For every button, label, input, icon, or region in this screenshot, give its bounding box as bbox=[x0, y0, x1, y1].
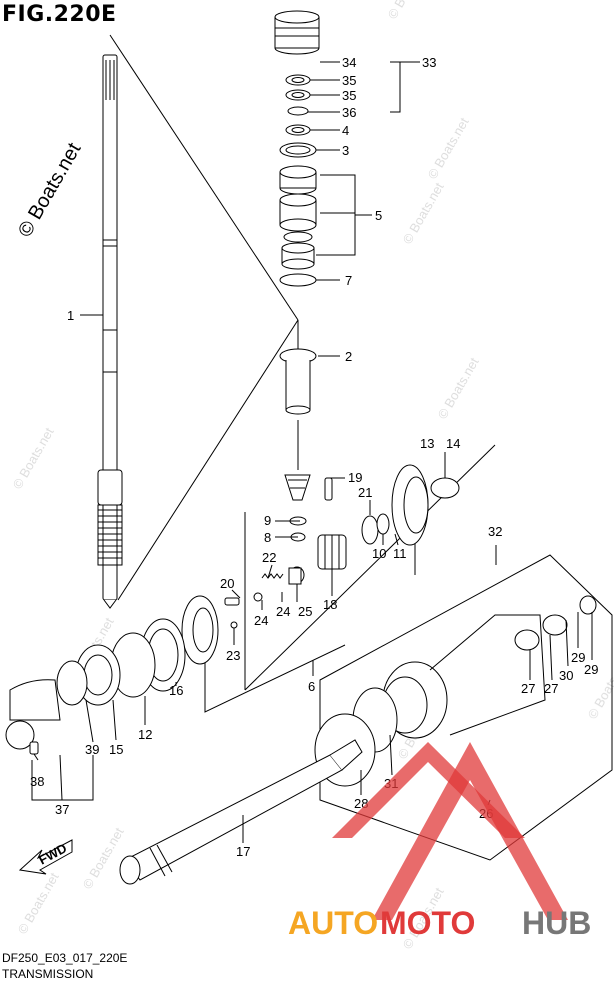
callout-9: 9 bbox=[264, 513, 271, 528]
callout-11: 11 bbox=[393, 546, 407, 561]
callout-22: 22 bbox=[262, 550, 276, 565]
callout-19: 19 bbox=[348, 470, 362, 485]
watermark: © Boats.net bbox=[80, 825, 127, 892]
callout-16: 16 bbox=[169, 683, 183, 698]
figure-code: DF250_E03_017_220E bbox=[2, 951, 128, 965]
callout-24a: 24 bbox=[254, 613, 268, 628]
callout-20: 20 bbox=[220, 576, 234, 591]
callout-38: 38 bbox=[30, 774, 44, 789]
callout-1: 1 bbox=[67, 308, 74, 323]
logo-auto: AUTO bbox=[288, 905, 378, 941]
logo-hub: HUB bbox=[522, 905, 591, 941]
callout-17: 17 bbox=[236, 844, 250, 859]
callout-15: 15 bbox=[109, 742, 123, 757]
callout-35a: 35 bbox=[342, 73, 356, 88]
callout-24b: 24 bbox=[276, 604, 290, 619]
propeller-shaft bbox=[119, 739, 363, 885]
shaft-spline bbox=[98, 509, 122, 559]
callout-25: 25 bbox=[298, 604, 312, 619]
callout-30: 30 bbox=[559, 668, 573, 683]
callout-37: 37 bbox=[55, 802, 69, 817]
callout-2: 2 bbox=[345, 349, 352, 364]
propshaft-housing bbox=[314, 554, 613, 861]
callout-3: 3 bbox=[342, 143, 349, 158]
figure-name: TRANSMISSION bbox=[2, 967, 94, 981]
figure-title: FIG.220E bbox=[2, 2, 117, 27]
callout-10: 10 bbox=[372, 546, 386, 561]
leader-lines bbox=[31, 61, 593, 843]
callout-18: 18 bbox=[323, 597, 337, 612]
callout-23: 23 bbox=[226, 648, 240, 663]
callout-39: 39 bbox=[85, 742, 99, 757]
callout-36: 36 bbox=[342, 105, 356, 120]
callout-29b: 29 bbox=[584, 662, 598, 677]
logo-moto: MOTO bbox=[380, 905, 475, 941]
callout-7: 7 bbox=[345, 273, 352, 288]
callout-29a: 29 bbox=[571, 650, 585, 665]
callout-8: 8 bbox=[264, 530, 271, 545]
callout-32: 32 bbox=[488, 524, 502, 539]
watermark: © Boats.net bbox=[425, 115, 472, 182]
driveshaft bbox=[97, 54, 123, 609]
callout-5: 5 bbox=[375, 208, 382, 223]
fwd-arrow: FWD bbox=[18, 839, 73, 875]
callout-35b: 35 bbox=[342, 88, 356, 103]
callout-27a: 27 bbox=[521, 681, 535, 696]
callouts: 1 2 3 4 5 6 7 8 9 10 11 12 13 14 15 16 1… bbox=[30, 55, 598, 859]
upper-bearing-stack bbox=[274, 10, 320, 415]
callout-4: 4 bbox=[342, 123, 349, 138]
callout-21: 21 bbox=[358, 485, 372, 500]
callout-13: 13 bbox=[420, 436, 434, 451]
watermark: © Boats.net bbox=[385, 0, 432, 21]
watermark: © Boats.net bbox=[400, 180, 447, 247]
callout-34: 34 bbox=[342, 55, 356, 70]
callout-27b: 27 bbox=[544, 681, 558, 696]
watermark: © Boats.net bbox=[15, 870, 62, 937]
watermark: © Boats.net bbox=[10, 425, 57, 492]
callout-14: 14 bbox=[446, 436, 460, 451]
watermark: © Boats.net bbox=[435, 355, 482, 422]
callout-12: 12 bbox=[138, 727, 152, 742]
callout-6: 6 bbox=[308, 679, 315, 694]
callout-33: 33 bbox=[422, 55, 436, 70]
automotohub-logo: AUTO MOTO HUB bbox=[288, 742, 591, 941]
gear-group bbox=[5, 464, 460, 755]
